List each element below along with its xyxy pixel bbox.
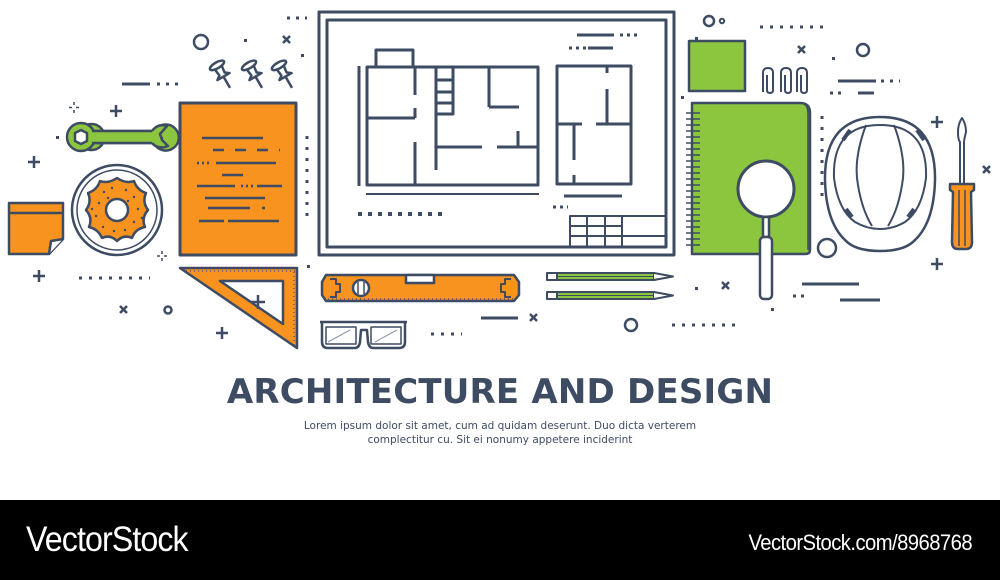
wrench-icon: [65, 121, 181, 153]
spirit-level-icon: [320, 273, 521, 303]
green-sticky-note-icon: [687, 39, 747, 93]
page-title: ARCHITECTURE AND DESIGN: [226, 372, 774, 412]
watermark-band: VectorStock VectorStock.com/8968768: [0, 500, 1000, 580]
watermark-url: VectorStock.com/8968768: [748, 530, 972, 555]
set-square-icon: [178, 266, 299, 350]
glasses-icon: [320, 320, 407, 350]
orange-notepad-icon: [178, 101, 298, 257]
architecture-illustration: [7, 10, 991, 350]
blueprint-icon: [317, 10, 676, 257]
donut-icon: [70, 163, 164, 257]
subtitle-line-2: complectitur cu. Sit ei nonumy appetere …: [367, 434, 633, 446]
paper-clips-icon: [762, 67, 808, 94]
subtitle-text: Lorem ipsum dolor sit amet, cum ad quida…: [0, 419, 1000, 447]
decorative-marks: [28, 14, 991, 339]
magnifier-icon: [736, 159, 796, 301]
sticky-note-icon: [7, 201, 65, 256]
pencils-icon: [546, 272, 674, 300]
watermark-logo: VectorStock: [26, 520, 189, 559]
hard-hat-icon: [823, 115, 937, 253]
screwdriver-icon: [948, 117, 976, 251]
subtitle-line-1: Lorem ipsum dolor sit amet, cum ad quida…: [303, 420, 697, 432]
push-pins-icon: [208, 59, 294, 89]
